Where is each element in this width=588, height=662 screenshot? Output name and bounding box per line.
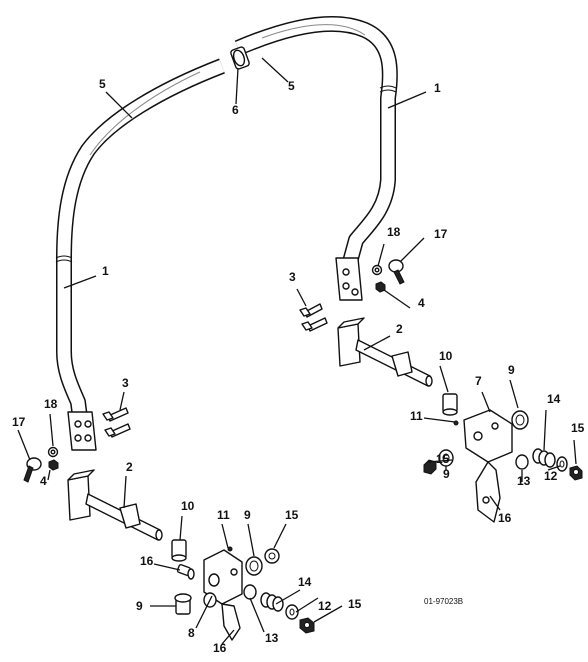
callout-1: 1 xyxy=(434,81,441,95)
pin xyxy=(176,564,195,580)
spring-washer-set-right xyxy=(423,448,583,481)
callout-2: 2 xyxy=(126,460,133,474)
drawing-number: 01-97023B xyxy=(424,597,463,606)
roll-bar-tube-left xyxy=(55,58,225,419)
callout-12: 12 xyxy=(318,599,332,613)
callout-2: 2 xyxy=(396,322,403,336)
callout-10: 10 xyxy=(439,349,453,363)
callout-16: 16 xyxy=(140,554,154,568)
callout-3: 3 xyxy=(122,376,129,390)
callout-9: 9 xyxy=(244,508,251,522)
callout-6: 6 xyxy=(232,103,239,117)
leader-lines xyxy=(17,57,577,645)
callout-15: 15 xyxy=(436,452,450,466)
callout-18: 18 xyxy=(387,225,401,239)
callout-10: 10 xyxy=(181,499,195,513)
callout-3: 3 xyxy=(289,270,296,284)
bolt-pair-upper xyxy=(299,303,328,332)
bushing-upper xyxy=(442,393,458,416)
callout-4: 4 xyxy=(40,474,47,488)
knob-lower xyxy=(23,446,59,483)
callout-5: 5 xyxy=(99,77,106,91)
callout-9: 9 xyxy=(508,363,515,377)
callout-12: 12 xyxy=(544,469,558,483)
callout-9: 9 xyxy=(136,599,143,613)
callout-8: 8 xyxy=(188,626,195,640)
callout-13: 13 xyxy=(265,631,279,645)
callout-16: 16 xyxy=(498,511,512,525)
callout-7: 7 xyxy=(475,374,482,388)
callout-1: 1 xyxy=(102,264,109,278)
bolt-pair-lower xyxy=(102,407,131,438)
callout-15: 15 xyxy=(285,508,299,522)
callout-13: 13 xyxy=(517,474,531,488)
bushing-lower xyxy=(171,539,187,562)
left-tube-mount-bracket xyxy=(67,411,97,451)
callout-18: 18 xyxy=(44,397,58,411)
callout-16: 16 xyxy=(213,641,227,655)
callout-15: 15 xyxy=(348,597,362,611)
flanged-bushing-lower xyxy=(174,593,192,615)
spring-washer-set-lower xyxy=(260,592,315,634)
callout-11: 11 xyxy=(217,508,230,522)
right-tube-mount-bracket xyxy=(335,257,363,301)
callout-5: 5 xyxy=(288,79,295,93)
callout-4: 4 xyxy=(418,296,425,310)
callout-11: 11 xyxy=(410,409,423,423)
callout-9: 9 xyxy=(443,467,450,481)
callout-17: 17 xyxy=(434,227,448,241)
latch-bracket-right xyxy=(438,409,529,523)
latch-bracket-lower xyxy=(203,546,280,641)
pivot-shaft-lower xyxy=(67,469,163,541)
pivot-shaft-upper xyxy=(337,317,433,387)
callout-14: 14 xyxy=(298,575,312,589)
callout-15: 15 xyxy=(571,421,585,435)
coupling-sleeve xyxy=(230,46,250,70)
roll-bar-tube-right xyxy=(234,15,398,265)
callout-17: 17 xyxy=(12,415,26,429)
callout-14: 14 xyxy=(547,392,561,406)
knob-upper xyxy=(371,259,405,293)
